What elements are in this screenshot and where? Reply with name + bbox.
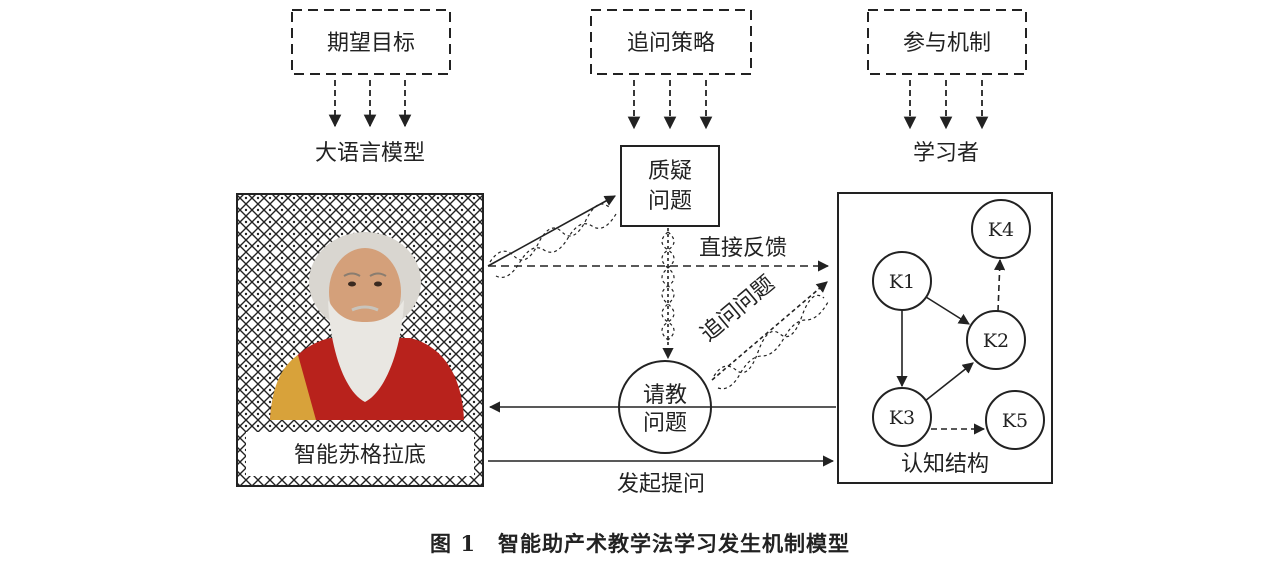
socrates-panel: 智能苏格拉底 xyxy=(236,193,484,487)
edge-k1-k2 xyxy=(925,296,970,325)
edge-k2-k4 xyxy=(994,258,1006,312)
cognitive-structure-panel: K1 K2 K3 K4 K5 认知结构 xyxy=(837,192,1053,484)
questioning-strategy-label: 追问策略 xyxy=(627,31,715,56)
top-dashed-arrows xyxy=(328,80,989,130)
node-k5-label: K5 xyxy=(1002,410,1028,432)
figure-caption: 图 1 智能助产术教学法学习发生机制模型 xyxy=(430,531,850,556)
node-k4: K4 xyxy=(971,199,1031,259)
ask-circle-line1: 请教 xyxy=(643,383,687,408)
node-k2-label: K2 xyxy=(983,330,1009,352)
direct-feedback-label: 直接反馈 xyxy=(699,236,787,261)
follow-up-question-arrow xyxy=(711,281,829,390)
node-k3: K3 xyxy=(872,387,932,447)
node-k1: K1 xyxy=(872,251,932,311)
node-edges xyxy=(896,258,1006,435)
expected-goal-box: 期望目标 xyxy=(291,9,451,75)
participation-mechanism-label: 参与机制 xyxy=(903,31,991,56)
question-box-line2: 问题 xyxy=(648,189,692,214)
socrates-portrait xyxy=(270,232,464,420)
node-k4-label: K4 xyxy=(988,219,1014,241)
question-to-ask-arrow xyxy=(661,228,675,360)
cognitive-structure-title: 认知结构 xyxy=(901,452,989,477)
learner-label: 学习者 xyxy=(913,141,979,166)
socrates-to-question-arrow xyxy=(487,195,617,278)
initiate-question-label: 发起提问 xyxy=(617,472,705,497)
question-box-line1: 质疑 xyxy=(648,159,692,184)
node-k3-label: K3 xyxy=(889,407,915,429)
socrates-label: 智能苏格拉底 xyxy=(294,443,426,468)
llm-label: 大语言模型 xyxy=(315,141,425,166)
questioning-strategy-box: 追问策略 xyxy=(590,9,752,75)
node-k1-label: K1 xyxy=(889,271,915,293)
node-k5: K5 xyxy=(985,390,1045,450)
expected-goal-label: 期望目标 xyxy=(327,31,415,56)
question-box: 质疑 问题 xyxy=(620,145,720,227)
ask-circle-line2: 问题 xyxy=(643,411,687,436)
edge-k3-k2 xyxy=(924,362,974,402)
participation-mechanism-box: 参与机制 xyxy=(867,9,1027,75)
node-k2: K2 xyxy=(966,310,1026,370)
